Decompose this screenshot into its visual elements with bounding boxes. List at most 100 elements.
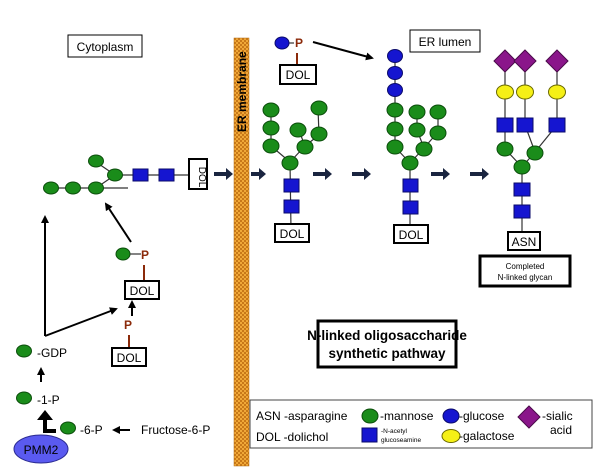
mannose-icon bbox=[386, 139, 404, 155]
mannose-icon bbox=[386, 121, 404, 137]
cytoplasm-glycan: DOL bbox=[43, 154, 208, 195]
mannose-icon bbox=[281, 155, 299, 171]
mannose-icon bbox=[415, 141, 433, 157]
legend-sialic-acid-icon bbox=[517, 405, 541, 429]
mannose-icon bbox=[107, 168, 123, 182]
er-lumen-text: ER lumen bbox=[419, 35, 472, 49]
completed-glycan: ASN Completed N-linked glycan bbox=[478, 49, 572, 288]
glucose-icon bbox=[387, 83, 403, 97]
mannose-icon bbox=[310, 126, 328, 142]
mannose-icon bbox=[310, 100, 328, 116]
pmm2-enzyme: PMM2 bbox=[13, 434, 69, 464]
legend-galactose-icon bbox=[441, 429, 461, 443]
svg-text:DOL: DOL bbox=[196, 167, 207, 188]
legend-glucose-icon bbox=[442, 408, 460, 424]
svg-text:-1-P: -1-P bbox=[37, 393, 60, 407]
legend-mannose: -mannose bbox=[380, 409, 434, 423]
glucose-p-dol: P DOL bbox=[274, 36, 374, 85]
legend-dol: DOL -dolichol bbox=[256, 430, 328, 444]
n-acetylglucosamine-icon bbox=[513, 182, 531, 197]
legend-galactose: -galactose bbox=[459, 429, 515, 443]
legend-asn: ASN -asparagine bbox=[256, 409, 348, 423]
mannose-icon bbox=[43, 181, 59, 195]
legend-mannose-icon bbox=[361, 408, 379, 424]
mannose-icon bbox=[401, 155, 419, 171]
svg-text:P: P bbox=[295, 36, 303, 50]
svg-text:ASN: ASN bbox=[512, 235, 537, 249]
cytoplasm-text: Cytoplasm bbox=[77, 40, 134, 54]
n-acetylglucosamine-icon bbox=[283, 178, 300, 193]
svg-text:DOL: DOL bbox=[130, 284, 155, 298]
n-acetylglucosamine-icon bbox=[283, 199, 300, 214]
svg-text:acid: acid bbox=[550, 423, 572, 437]
svg-text:PMM2: PMM2 bbox=[24, 443, 59, 457]
mannose-icon bbox=[408, 122, 426, 138]
mannose-icon bbox=[262, 102, 280, 118]
mannose-icon bbox=[88, 181, 104, 195]
mannose-icon bbox=[289, 122, 307, 138]
svg-text:DOL: DOL bbox=[399, 228, 424, 242]
svg-text:N-linked glycan: N-linked glycan bbox=[498, 273, 553, 282]
er-membrane-text: ER membrane bbox=[235, 51, 249, 132]
arrow-icon bbox=[251, 168, 266, 180]
er-membrane: ER membrane bbox=[233, 37, 250, 467]
mannose-icon bbox=[16, 391, 32, 405]
cytoplasm-precursors: P DOL P DOL -GDP -1-P -6-P Fructose-6-P bbox=[13, 202, 210, 464]
svg-text:P: P bbox=[141, 248, 149, 262]
svg-text:P: P bbox=[124, 318, 132, 332]
n-acetylglucosamine-icon bbox=[496, 117, 514, 133]
galactose-icon bbox=[516, 84, 534, 100]
svg-text:DOL: DOL bbox=[117, 351, 142, 365]
mannose-icon bbox=[88, 154, 104, 168]
svg-text:DOL: DOL bbox=[280, 227, 305, 241]
cytoplasm-label: Cytoplasm bbox=[67, 34, 143, 58]
svg-text:-GDP: -GDP bbox=[37, 346, 67, 360]
svg-text:Fructose-6-P: Fructose-6-P bbox=[141, 423, 210, 437]
svg-text:N-linked oligosaccharide: N-linked oligosaccharide bbox=[307, 328, 467, 343]
n-acetylglucosamine-icon bbox=[132, 168, 149, 182]
n-acetylglucosamine-icon bbox=[513, 204, 531, 219]
diagram-title: N-linked oligosaccharide synthetic pathw… bbox=[307, 319, 467, 369]
legend-glucose: -glucose bbox=[459, 409, 505, 423]
mannose-icon bbox=[262, 120, 280, 136]
mannose-icon bbox=[496, 141, 514, 157]
legend-sialic-acid: -sialic bbox=[542, 409, 573, 423]
svg-text:DOL: DOL bbox=[286, 68, 311, 82]
mannose-icon bbox=[115, 247, 131, 261]
step-arrows bbox=[214, 168, 489, 180]
svg-text:-N-acetyl: -N-acetyl bbox=[381, 428, 408, 435]
n-acetylglucosamine-icon bbox=[158, 168, 175, 182]
mannose-icon bbox=[262, 138, 280, 154]
glucose-icon bbox=[387, 66, 403, 80]
arrow-icon bbox=[313, 168, 332, 180]
mannose-icon bbox=[296, 139, 314, 155]
svg-text:-6-P: -6-P bbox=[80, 423, 103, 437]
mannose-icon bbox=[16, 344, 32, 358]
galactose-icon bbox=[548, 84, 566, 100]
legend: ASN -asparagine DOL -dolichol -mannose -… bbox=[249, 399, 593, 449]
n-acetylglucosamine-icon bbox=[402, 178, 419, 193]
n-acetylglucosamine-icon bbox=[548, 117, 566, 133]
lumen-glycan-man9: DOL bbox=[262, 100, 328, 243]
svg-text:synthetic pathway: synthetic pathway bbox=[328, 346, 446, 361]
mannose-icon bbox=[65, 181, 81, 195]
mannose-icon bbox=[386, 102, 404, 118]
completed-glycan-label: Completed N-linked glycan bbox=[478, 254, 572, 288]
er-lumen-label: ER lumen bbox=[409, 29, 481, 53]
mannose-icon bbox=[526, 145, 544, 161]
legend-n-acetylglucosamine-icon bbox=[361, 427, 378, 443]
svg-text:Completed: Completed bbox=[506, 262, 545, 271]
sialic-acid-icon bbox=[493, 49, 517, 73]
arrow-icon bbox=[214, 168, 233, 180]
mannose-icon bbox=[429, 125, 447, 141]
sialic-acid-icon bbox=[513, 49, 537, 73]
mannose-icon bbox=[429, 104, 447, 120]
arrow-icon bbox=[431, 168, 450, 180]
arrow-icon bbox=[470, 168, 489, 180]
mannose-icon bbox=[60, 421, 76, 435]
sialic-acid-icon bbox=[545, 49, 569, 73]
galactose-icon bbox=[496, 84, 514, 100]
lumen-glycan-glc3man9: DOL bbox=[386, 49, 447, 244]
arrow-icon bbox=[352, 168, 371, 180]
